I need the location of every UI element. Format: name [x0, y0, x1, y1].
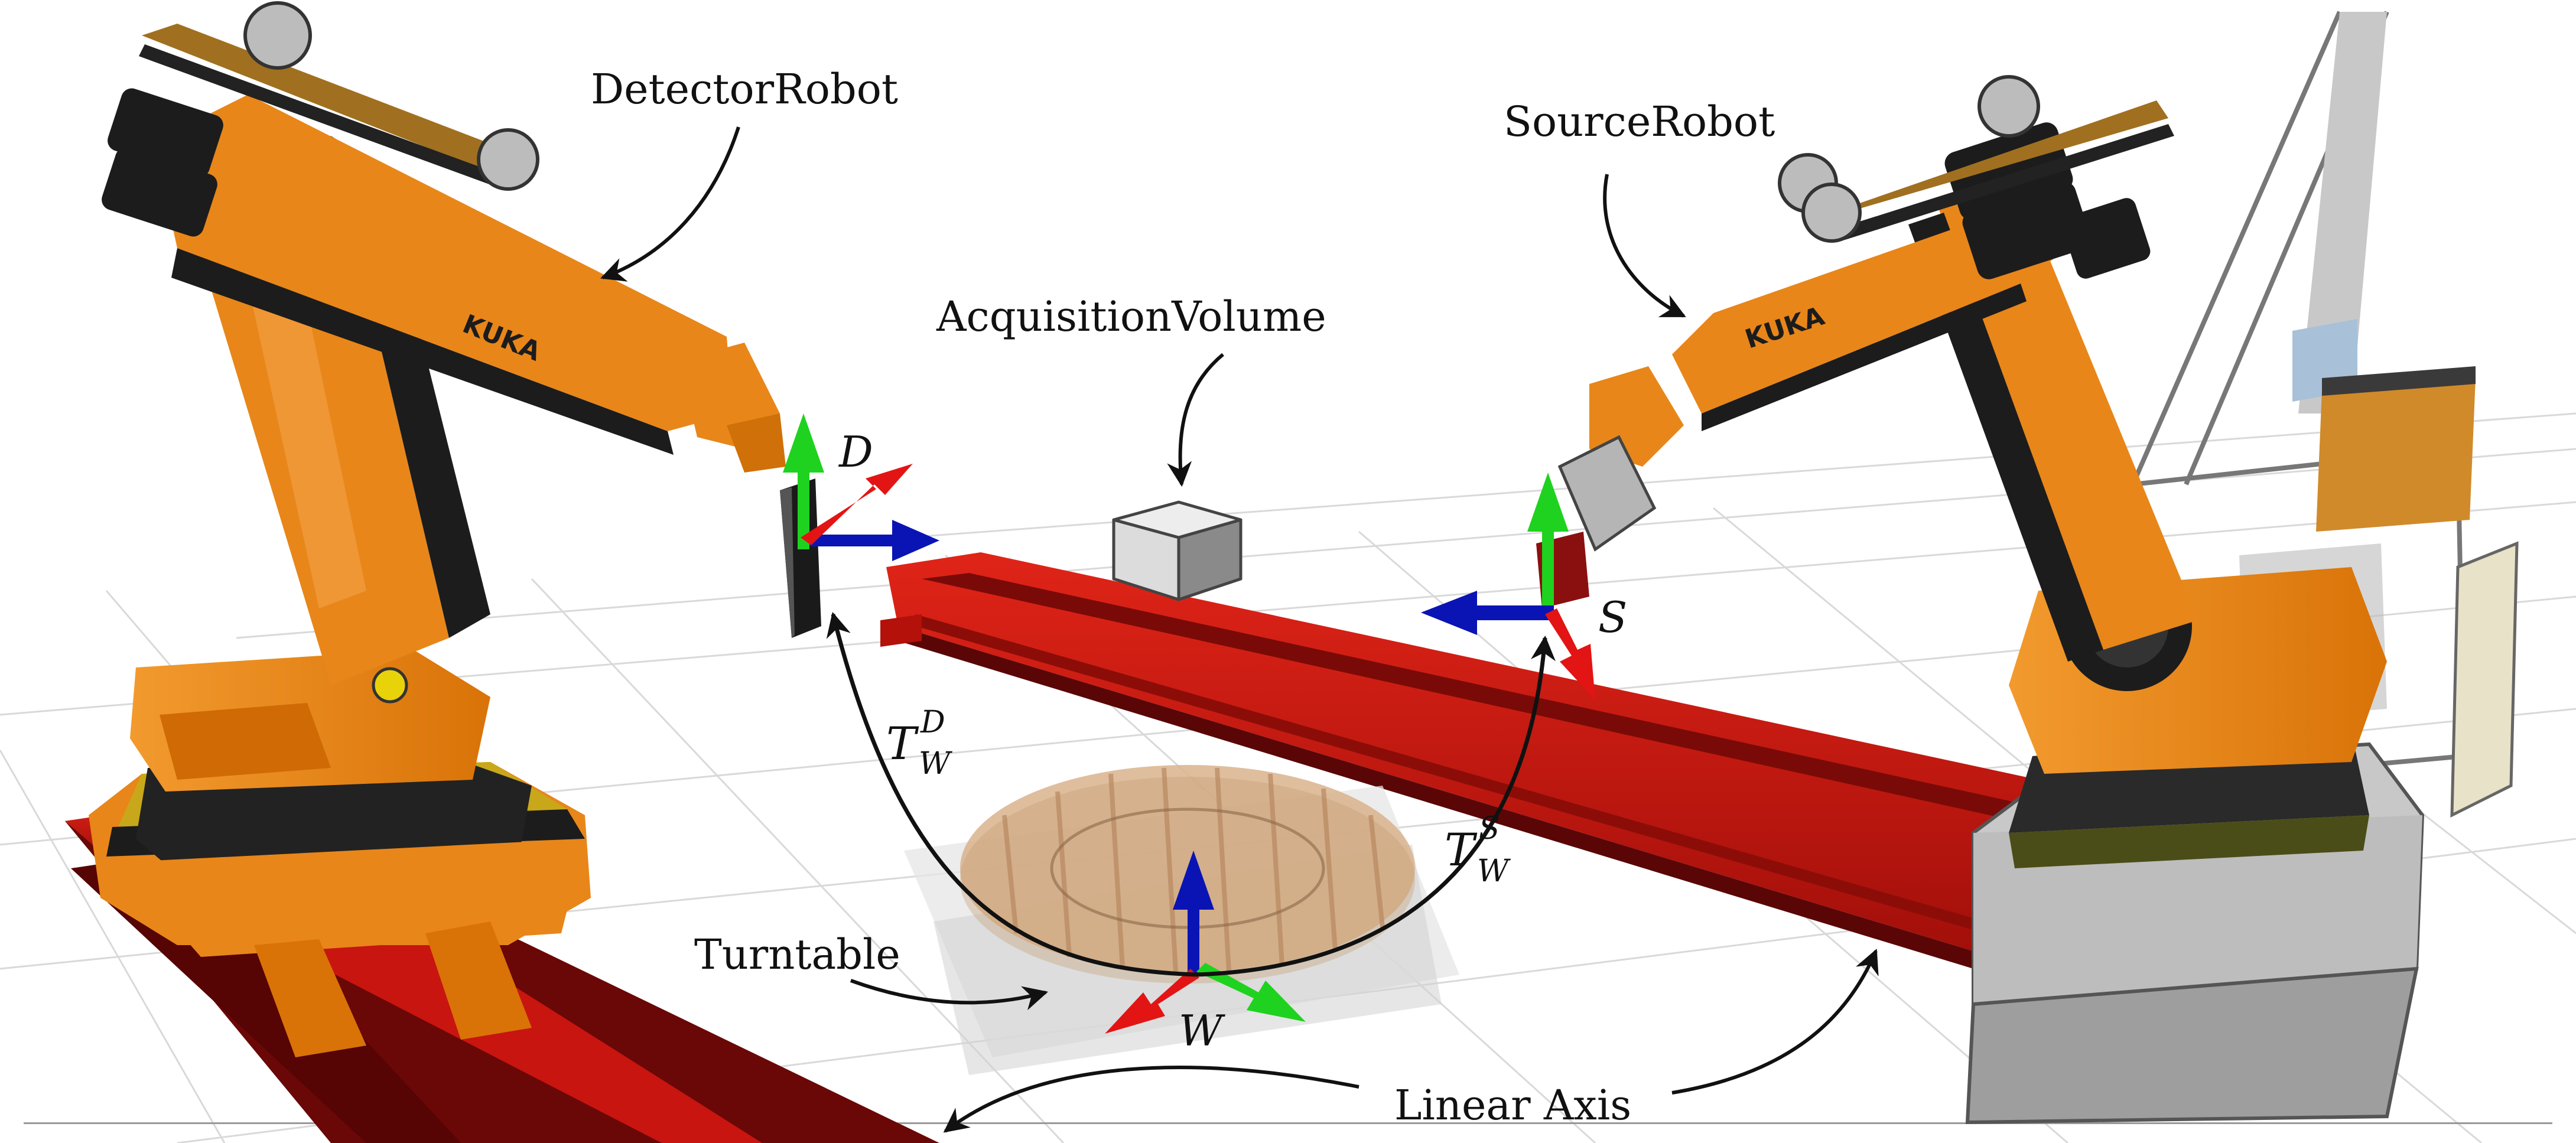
- frame-world-axes: [1105, 851, 1306, 1034]
- label-transform-detector: T W D: [886, 705, 952, 781]
- detector-robot: KUKA: [89, 1, 821, 1057]
- label-transform-source: T W S: [1445, 811, 1511, 889]
- label-detector-robot: DetectorRobot: [591, 65, 898, 113]
- svg-text:T: T: [886, 717, 919, 770]
- callout-arrow-linear-axis-left: [943, 1066, 1359, 1133]
- callout-arrow-detector-robot: [600, 126, 740, 282]
- svg-text:T: T: [1445, 823, 1478, 876]
- label-frame-source: S: [1598, 592, 1627, 642]
- label-acquisition-volume: AcquisitionVolume: [936, 292, 1326, 341]
- callout-arrow-turntable: [850, 979, 1049, 1011]
- transform-arc-source: [1196, 635, 1556, 977]
- source-robot: KUKA: [1536, 11, 2519, 1125]
- frame-border: [24, 1122, 2552, 1124]
- svg-text:D: D: [920, 705, 945, 740]
- label-linear-axis: Linear Axis: [1394, 1081, 1631, 1129]
- callout-arrow-source-robot: [1603, 174, 1686, 318]
- frame-source-axes: [1421, 473, 1595, 700]
- callout-arrow-acquisition-volume: [1167, 353, 1224, 487]
- transform-arc-detector: [826, 611, 1197, 977]
- svg-text:S: S: [1479, 811, 1500, 846]
- callout-arrow-linear-axis-right: [1671, 949, 1879, 1095]
- label-frame-world: W: [1179, 1006, 1225, 1056]
- svg-text:W: W: [1477, 854, 1511, 889]
- acquisition-volume-cube: [1112, 500, 1243, 601]
- label-turntable: Turntable: [694, 930, 900, 979]
- frame-detector-axes: [783, 413, 939, 561]
- linear-axis-rail-main: [880, 552, 2038, 969]
- label-frame-detector: D: [838, 427, 873, 477]
- svg-text:W: W: [919, 746, 952, 781]
- label-source-robot: SourceRobot: [1504, 97, 1775, 146]
